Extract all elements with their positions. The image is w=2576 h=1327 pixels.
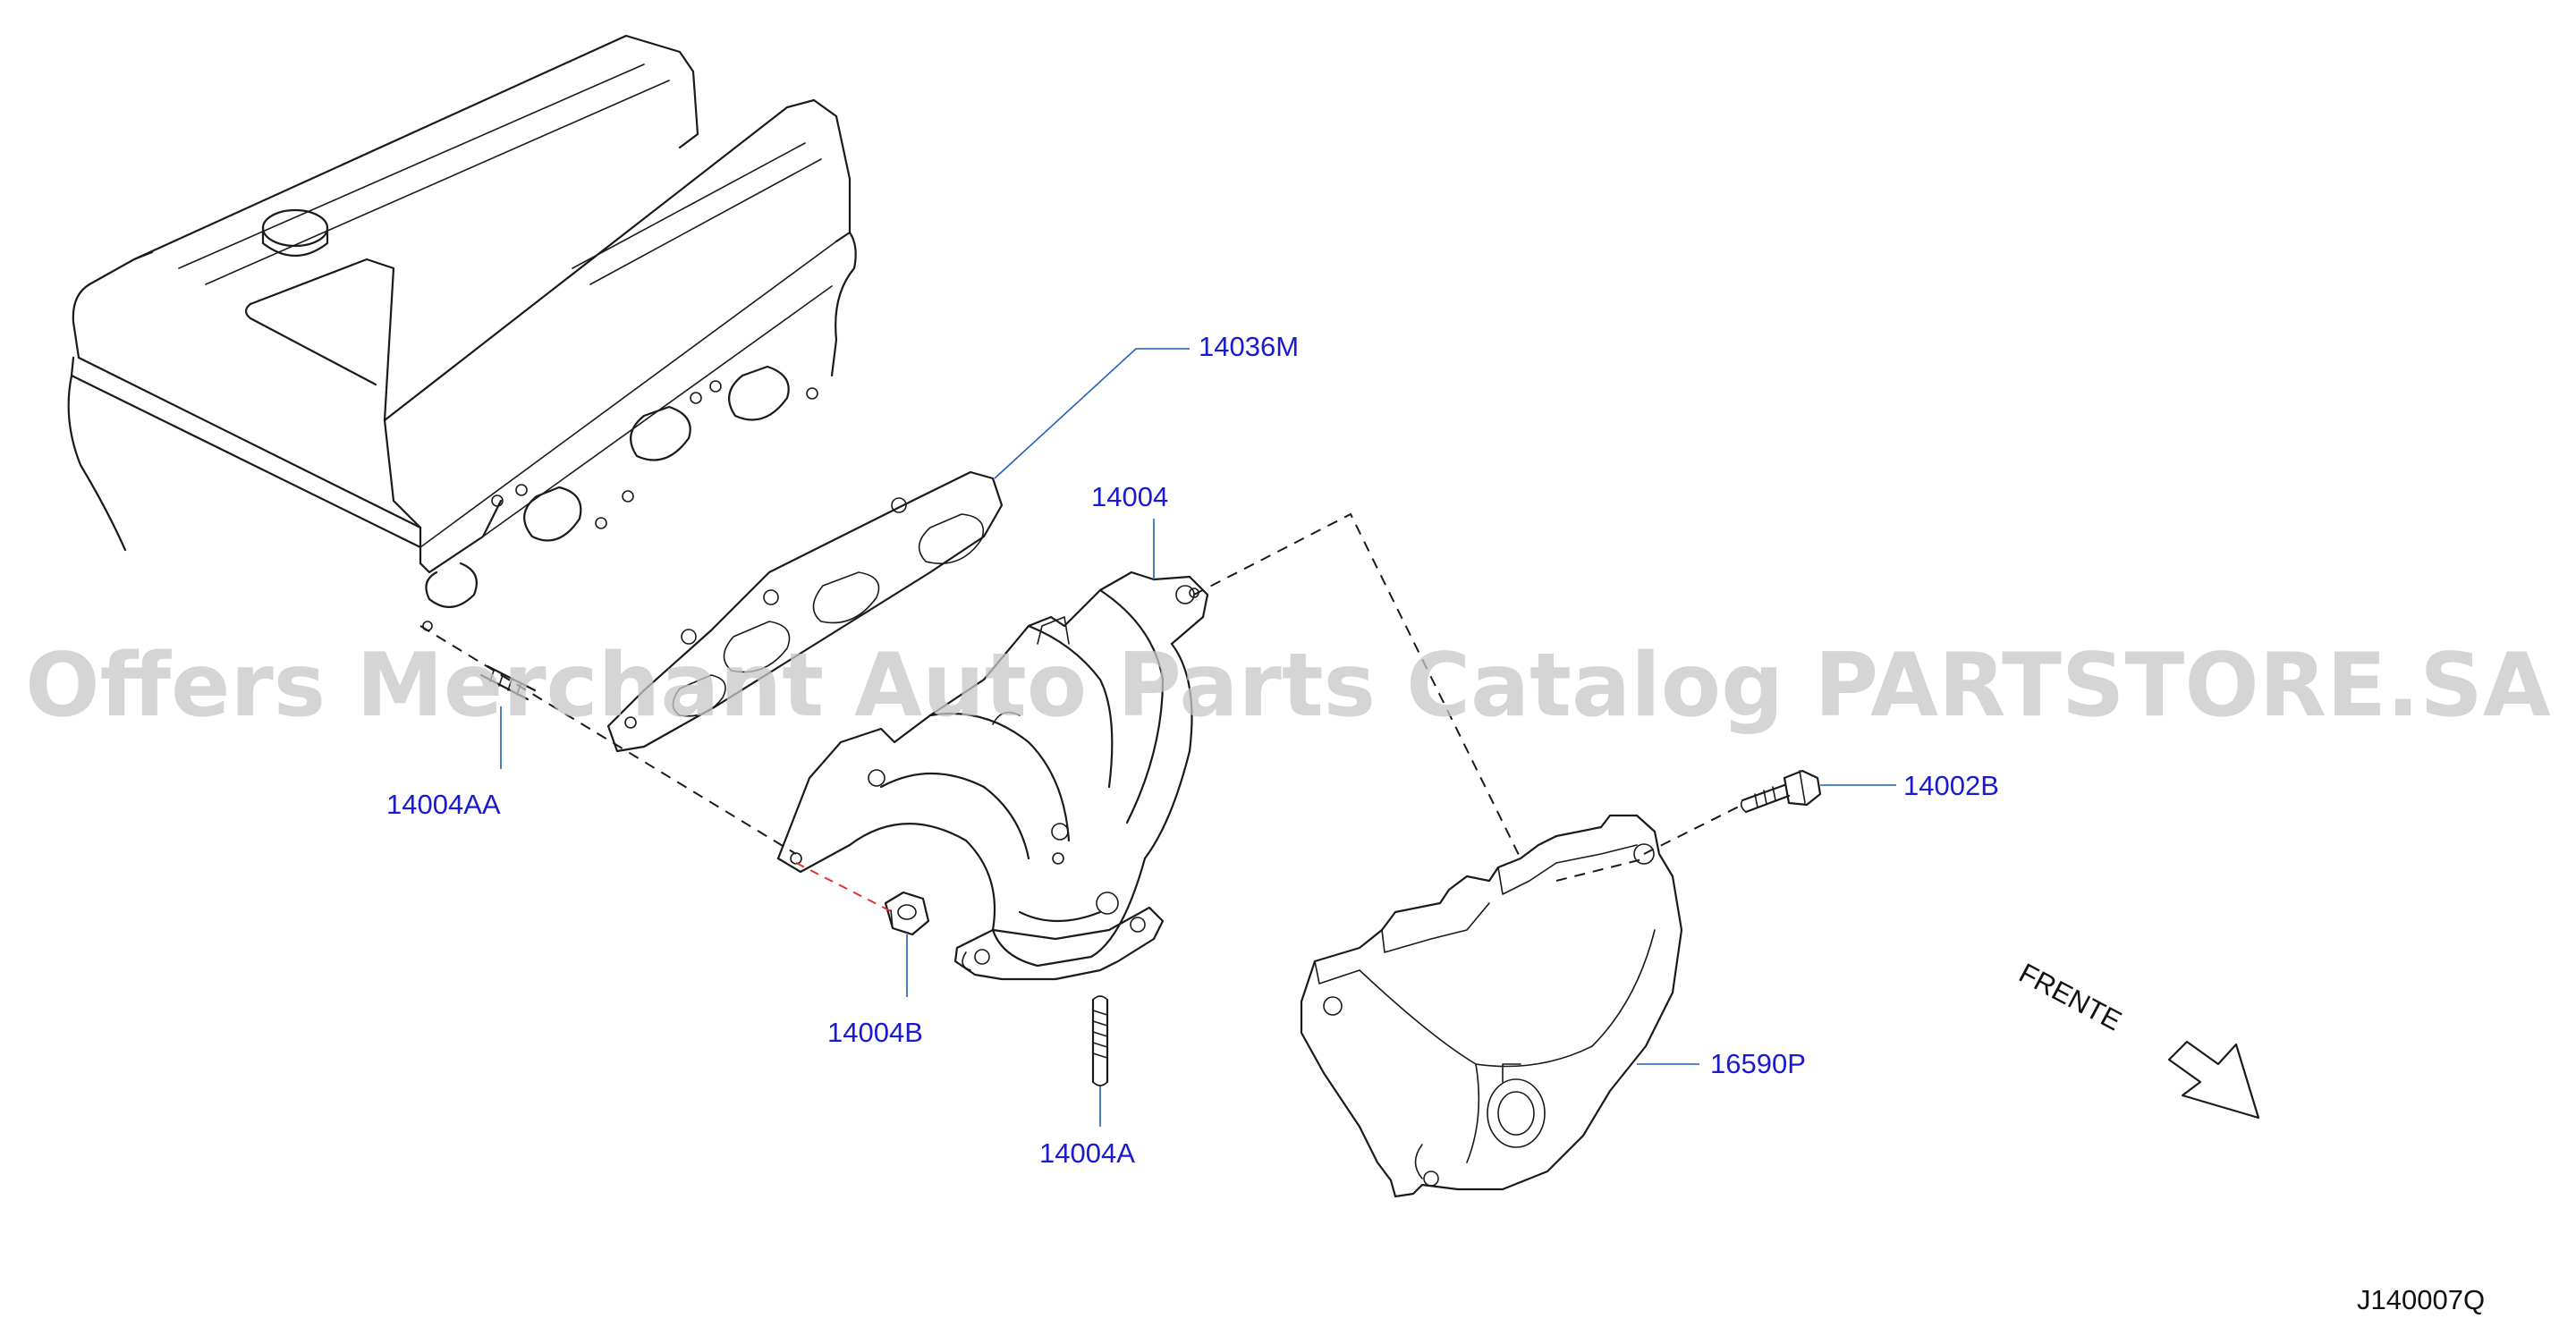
cylinder-head-illustration bbox=[67, 34, 857, 631]
watermark-text: Offers Merchant Auto Parts Catalog PARTS… bbox=[25, 635, 2551, 737]
part-label-14004b[interactable]: 14004B bbox=[827, 1017, 923, 1048]
front-direction-arrow-icon bbox=[2167, 1040, 2260, 1120]
front-direction-label: FRENTE bbox=[2014, 957, 2127, 1036]
part-label-14002b[interactable]: 14002B bbox=[1903, 770, 1999, 801]
exhaust-manifold-heat-cover bbox=[1300, 814, 1683, 1198]
part-label-14004[interactable]: 14004 bbox=[1091, 481, 1168, 512]
part-label-14004aa[interactable]: 14004AA bbox=[386, 789, 501, 820]
label-leaders bbox=[500, 348, 1896, 1127]
exhaust-manifold-gasket bbox=[606, 470, 1004, 753]
stud-14004a bbox=[1091, 995, 1109, 1086]
assembly-lines bbox=[419, 512, 1743, 913]
bolt-14002b bbox=[1740, 769, 1822, 814]
part-label-14036m[interactable]: 14036M bbox=[1199, 331, 1299, 362]
nut-14004b bbox=[884, 891, 930, 936]
stud-14004aa bbox=[479, 664, 537, 701]
exhaust-manifold bbox=[776, 571, 1209, 981]
part-label-16590p[interactable]: 16590P bbox=[1710, 1048, 1806, 1079]
diagram-code: J140007Q bbox=[2357, 1284, 2485, 1315]
part-label-14004a[interactable]: 14004A bbox=[1039, 1137, 1135, 1169]
